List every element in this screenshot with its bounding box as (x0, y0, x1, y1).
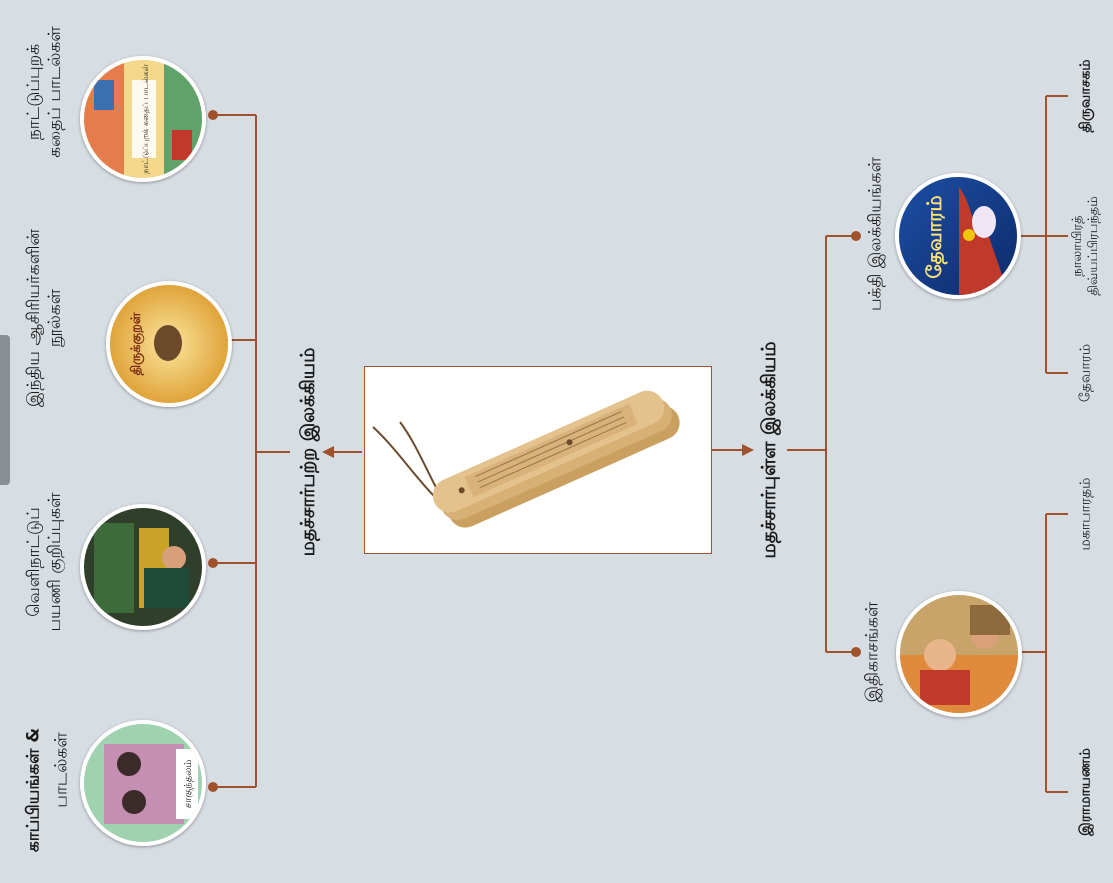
thirukkural-cover-image: திருக்குறள் (106, 281, 232, 407)
epics-cover-image (896, 591, 1022, 717)
palm-leaf-manuscript-image (364, 366, 712, 554)
religious-literature-heading: மதச்சார்புள்ள இலக்கியம் (758, 341, 781, 559)
folk-ballads-cover-image: நாட்டுப்புறக் கதைப் பாடல்கள் (80, 56, 206, 182)
epics-songs-label-line1: காப்பியங்கள் & (23, 727, 44, 853)
thirukkural-cover-text: திருக்குறள் (129, 312, 144, 375)
shakuntalam-cover-text: சாகுந்தலம் (183, 760, 195, 809)
folk-cover-text: நாட்டுப்புறக் கதைப் பாடல்கள் (141, 63, 150, 173)
thevaram-cover-text: தேவாரம் (922, 195, 948, 278)
naalayira-divya-prabandham-item: நாலாயிரத் திவ்யப்பிரபந்தம் (1069, 196, 1101, 296)
foreign-travellers-cover-image (80, 504, 206, 630)
mahabharatham-item: மகாபாரதம் (1077, 477, 1094, 551)
folk-ballads-label: நாட்டுப்புறக் கதைப் பாடல்கள் (23, 26, 65, 158)
side-tab[interactable] (0, 335, 10, 485)
foreign-travellers-label: வெளிநாட்டுப் பயணி குறிப்புகள் (23, 492, 65, 632)
thevaram-item: தேவாரம் (1077, 343, 1094, 403)
shakuntalam-cover-image: சாகுந்தலம் (80, 720, 206, 846)
indian-authors-label: இந்திய ஆசிரியர்களின் நூல்கள் (23, 229, 65, 408)
secular-literature-heading: மதச்சார்பற்ற இலக்கியம் (297, 347, 320, 557)
thevaram-cover-image: தேவாரம் (895, 173, 1021, 299)
bhakti-literature-label: பக்தி இலக்கியங்கள் (865, 157, 886, 311)
ramayanam-item: இராமாயணம் (1077, 748, 1094, 836)
epics-label: இதிகாசங்கள் (862, 601, 883, 703)
thiruvasagam-item: திருவாசகம் (1077, 59, 1094, 133)
epics-songs-label-line2: பாடல்கள் (51, 732, 72, 808)
